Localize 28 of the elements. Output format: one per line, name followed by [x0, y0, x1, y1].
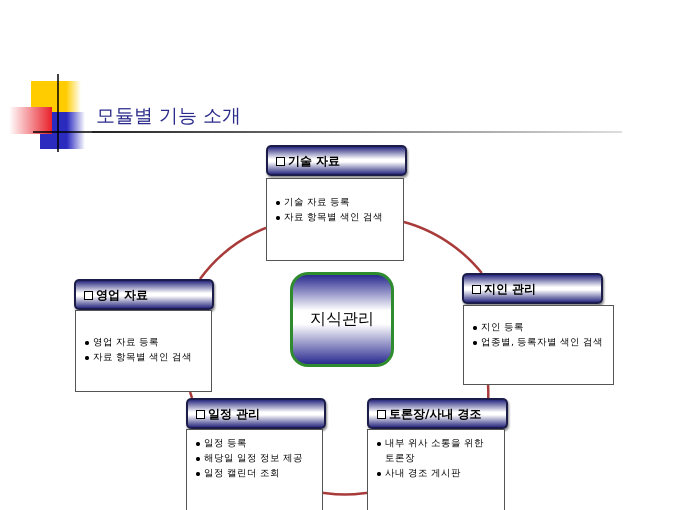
bullet-list-box [266, 178, 404, 261]
module-header: 기술 자료 [266, 145, 407, 176]
module-header: 일정 관리 [186, 398, 326, 429]
bullet-item: 자료 항목별 색인 검색 [82, 350, 205, 365]
bullet-item: 내부 위사 소통을 위한 토론장 [374, 436, 498, 466]
module-header: 영업 자료 [74, 279, 214, 310]
bullet-item: 일정 캘린더 조회 [193, 466, 316, 481]
ring-connector [188, 392, 194, 398]
center-box: 지식관리 [290, 272, 394, 367]
ring-connector [322, 492, 368, 496]
bullet-item: 일정 등록 [193, 436, 316, 451]
bullet-item: 기술 자료 등록 [273, 195, 397, 210]
bullet-list-box [186, 429, 323, 510]
slide-title: 모듈별 기능 소개 [96, 104, 242, 129]
module-header: 지인 관리 [462, 273, 603, 304]
bullet-item: 영업 자료 등록 [82, 335, 205, 350]
bullet-list-box [463, 305, 614, 385]
module-header: 토론장/사내 경조 [367, 398, 508, 429]
bullet-item: 업종별, 등록자별 색인 검색 [470, 335, 607, 350]
bullet-item: 자료 항목별 색인 검색 [273, 210, 397, 225]
bullet-item: 지인 등록 [470, 320, 607, 335]
bullet-list-box [75, 310, 212, 392]
ring-connector [199, 226, 267, 280]
bullet-item: 해당일 일정 정보 제공 [193, 451, 316, 466]
bullet-item: 사내 경조 게시판 [374, 466, 498, 481]
bullet-list-box [367, 429, 505, 510]
ring-connector [486, 384, 490, 398]
ring-connector [404, 220, 483, 274]
